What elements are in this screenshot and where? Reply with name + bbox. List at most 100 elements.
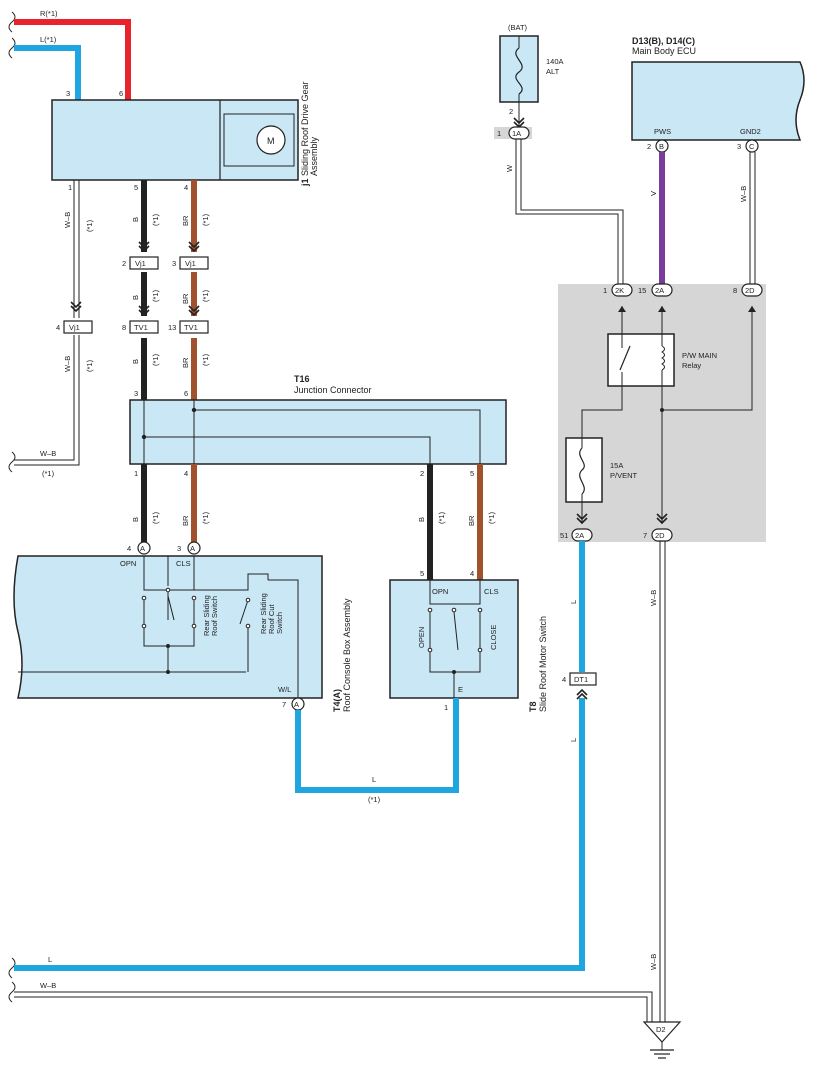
svg-text:V: V [649, 191, 658, 196]
svg-text:5: 5 [134, 183, 138, 192]
svg-text:OPN: OPN [432, 587, 448, 596]
svg-text:A: A [140, 544, 145, 553]
svg-text:(*1): (*1) [42, 469, 55, 478]
svg-text:Roof Cut: Roof Cut [267, 603, 276, 634]
svg-text:140A: 140A [546, 57, 564, 66]
svg-text:Vj1: Vj1 [69, 323, 80, 332]
svg-text:1A: 1A [512, 129, 521, 138]
svg-text:W: W [505, 164, 514, 172]
svg-text:E: E [458, 685, 463, 694]
svg-text:BR: BR [467, 515, 476, 526]
t8-slide-roof-motor-switch [389, 579, 519, 699]
t4-connector-3: A 3 [177, 541, 201, 555]
svg-text:3: 3 [66, 89, 70, 98]
svg-text:(*1): (*1) [368, 795, 381, 804]
wire-wb-ecu [749, 152, 756, 284]
svg-text:P/W MAIN: P/W MAIN [682, 351, 717, 360]
svg-text:2D: 2D [655, 531, 665, 540]
t8-label: T8 Slide Roof Motor Switch [528, 616, 548, 712]
connector-dt1: DT1 4 [562, 672, 597, 686]
svg-text:D13(B), D14(C): D13(B), D14(C) [632, 36, 695, 46]
svg-text:8: 8 [122, 323, 126, 332]
svg-text:BR: BR [181, 293, 190, 304]
svg-text:Vj1: Vj1 [135, 259, 146, 268]
svg-text:CLS: CLS [176, 559, 191, 568]
svg-text:A: A [294, 700, 299, 709]
main-body-ecu [631, 61, 805, 141]
svg-text:5: 5 [470, 469, 474, 478]
wire-r-label: R(*1) [40, 9, 58, 18]
svg-text:(*1): (*1) [151, 353, 160, 366]
svg-text:6: 6 [119, 89, 123, 98]
svg-text:1: 1 [68, 183, 72, 192]
svg-text:L: L [569, 738, 578, 742]
ecu-connector-c: C 3 [737, 139, 759, 153]
t16-id: T16 [294, 374, 310, 384]
wire-blue-t4-t8 [295, 698, 459, 793]
svg-text:CLOSE: CLOSE [489, 625, 498, 650]
svg-text:4: 4 [184, 183, 188, 192]
svg-text:(*1): (*1) [85, 359, 94, 372]
svg-text:2: 2 [420, 469, 424, 478]
j1-component: M [51, 99, 299, 181]
svg-text:Vj1: Vj1 [185, 259, 196, 268]
svg-text:BR: BR [181, 215, 190, 226]
svg-text:DT1: DT1 [574, 675, 588, 684]
svg-text:W–B: W–B [649, 590, 658, 606]
svg-text:15: 15 [638, 286, 646, 295]
svg-text:4: 4 [56, 323, 60, 332]
t4-connector-7: A 7 [282, 697, 305, 711]
motor-icon [256, 125, 286, 155]
svg-text:2D: 2D [745, 286, 755, 295]
svg-text:BR: BR [181, 357, 190, 368]
svg-text:Slide Roof Motor Switch: Slide Roof Motor Switch [538, 616, 548, 712]
svg-text:TV1: TV1 [134, 323, 148, 332]
svg-text:1: 1 [497, 129, 501, 138]
t4-label: T4(A) Roof Console Box Assembly [332, 598, 352, 712]
svg-text:Assembly: Assembly [309, 136, 319, 176]
ecu-connector-b: B 2 [647, 139, 669, 153]
svg-text:BR: BR [181, 515, 190, 526]
svg-text:W–B: W–B [63, 212, 72, 228]
svg-text:W–B: W–B [40, 981, 56, 990]
svg-text:(BAT): (BAT) [508, 23, 528, 32]
svg-text:1: 1 [603, 286, 607, 295]
svg-text:W–B: W–B [63, 356, 72, 372]
svg-text:Main Body ECU: Main Body ECU [632, 46, 696, 56]
connector-2a-top: 2A 15 [638, 283, 673, 297]
t16-junction-connector [129, 399, 507, 465]
connector-2d-bottom: 2D 7 [643, 528, 673, 542]
svg-text:Roof Switch: Roof Switch [210, 596, 219, 636]
wire-l-label: L(*1) [40, 35, 57, 44]
svg-text:T8: T8 [528, 701, 538, 712]
wire-w [515, 139, 624, 284]
relay-block: 2K 1 2A 15 2D 8 [558, 283, 766, 542]
svg-text:2A: 2A [575, 531, 584, 540]
connector-1a: 1A 1 [497, 126, 530, 140]
svg-text:1: 1 [444, 703, 448, 712]
svg-text:(*1): (*1) [487, 511, 496, 524]
svg-text:W–B: W–B [739, 186, 748, 202]
svg-text:OPN: OPN [120, 559, 136, 568]
connector-2a-bottom: 2A 51 [560, 528, 593, 542]
svg-text:(*1): (*1) [151, 213, 160, 226]
svg-text:3: 3 [177, 544, 181, 553]
svg-text:(*1): (*1) [85, 219, 94, 232]
svg-text:(*1): (*1) [437, 511, 446, 524]
svg-text:(*1): (*1) [201, 213, 210, 226]
svg-text:TV1: TV1 [184, 323, 198, 332]
svg-text:M: M [267, 136, 275, 146]
svg-text:B: B [131, 517, 140, 522]
connector-tv1-b: TV1 8 [122, 320, 159, 334]
svg-text:Relay: Relay [682, 361, 701, 370]
svg-text:2: 2 [122, 259, 126, 268]
svg-text:(*1): (*1) [151, 289, 160, 302]
ground-d2 [642, 1021, 682, 1059]
svg-text:PWS: PWS [654, 127, 671, 136]
fuse-140a-alt [499, 35, 539, 103]
connector-2d-top: 2D 8 [733, 283, 763, 297]
svg-text:B: B [417, 517, 426, 522]
svg-text:2A: 2A [655, 286, 664, 295]
svg-text:T4(A): T4(A) [332, 689, 342, 712]
connector-vj1-b: Vj1 2 [122, 256, 159, 270]
